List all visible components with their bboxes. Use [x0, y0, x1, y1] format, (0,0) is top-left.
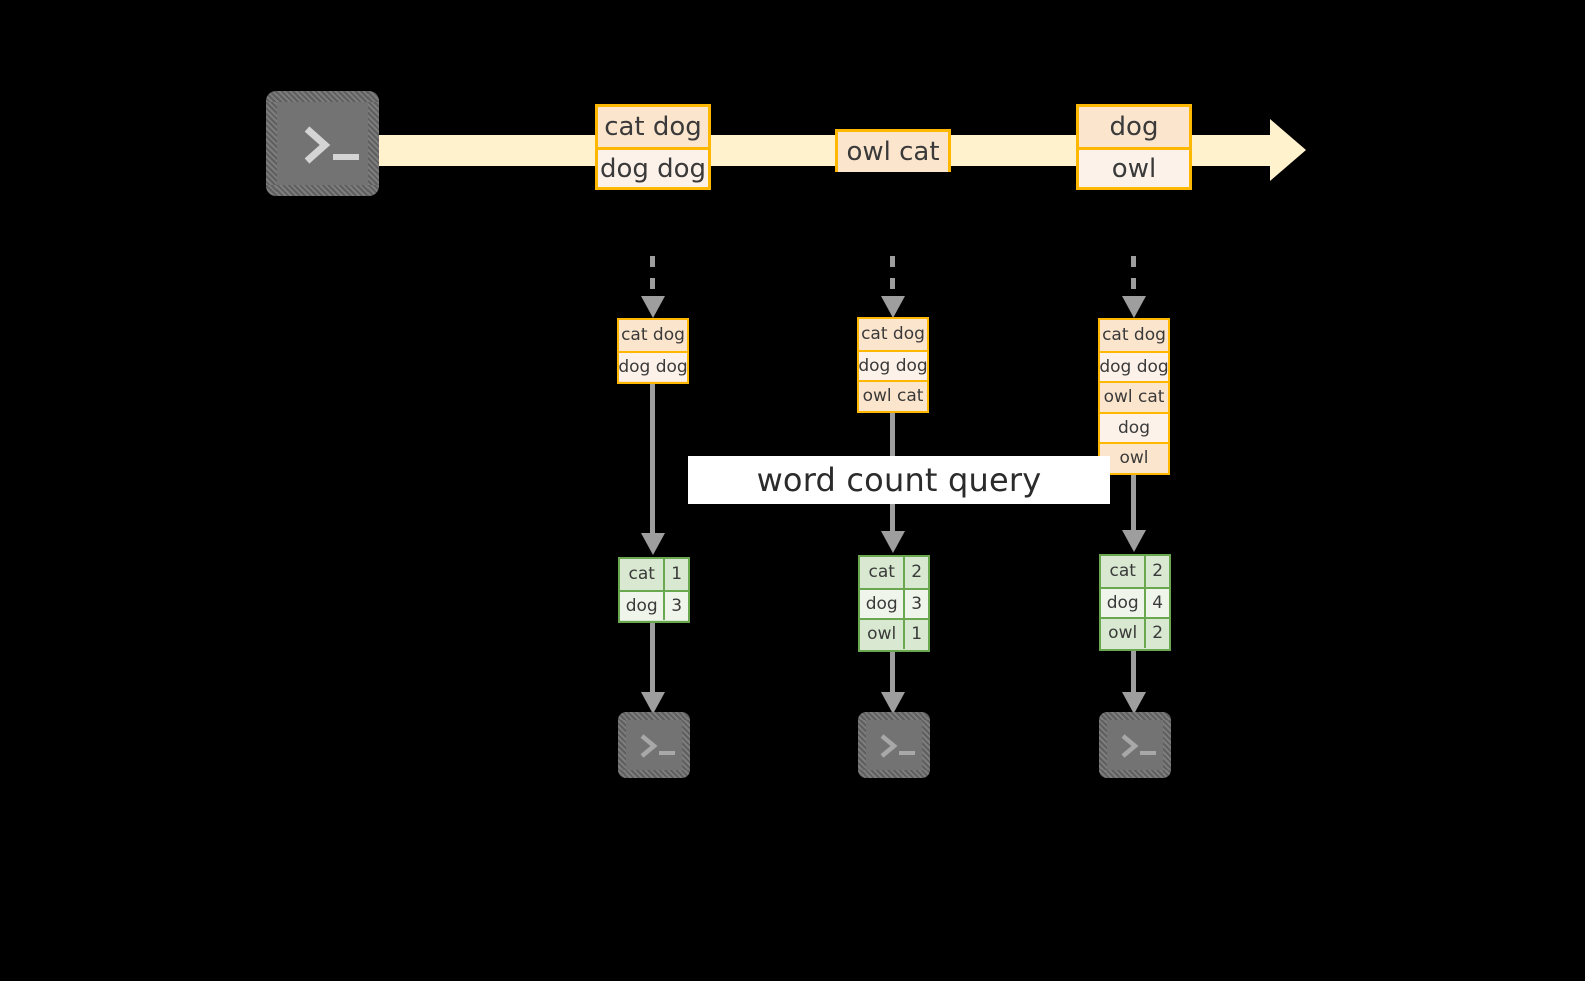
buffer-line: owl cat — [1100, 381, 1168, 412]
stream-record-line: dog — [1079, 107, 1189, 147]
table-row: dog 3 — [620, 589, 688, 620]
query-banner-label: word count query — [756, 461, 1042, 499]
table-row: owl 1 — [860, 618, 928, 649]
table-row: cat 1 — [620, 559, 688, 590]
stream-record-2[interactable]: owl cat — [835, 129, 951, 172]
result-count: 1 — [663, 559, 688, 590]
buffer-line: dog dog — [858, 349, 928, 380]
query-banner: word count query — [688, 456, 1110, 504]
snapshot-3-buffer[interactable]: cat dog dog dog owl cat dog owl — [1098, 318, 1170, 475]
result-count: 2 — [1144, 556, 1169, 587]
result-word: owl — [860, 620, 904, 649]
result-word: owl — [1101, 619, 1145, 648]
source-terminal-icon[interactable] — [266, 91, 379, 196]
sink-terminal-screen-3 — [1107, 720, 1163, 770]
snapshot-2-result-table[interactable]: cat 2 dog 3 owl 1 — [858, 555, 930, 652]
result-count: 1 — [903, 620, 928, 649]
stream-to-buffer-connector-2 — [890, 256, 895, 302]
result-to-sink-connector-2 — [890, 652, 895, 696]
stream-to-buffer-connector-3 — [1131, 256, 1136, 302]
buffer-to-result-connector-3 — [1131, 475, 1136, 534]
table-row: dog 3 — [860, 587, 928, 618]
stream-to-buffer-arrowhead-3 — [1122, 296, 1146, 318]
stream-record-3[interactable]: dog owl — [1076, 104, 1192, 190]
snapshot-2-buffer[interactable]: cat dog dog dog owl cat — [857, 317, 929, 413]
snapshot-1-result-table[interactable]: cat 1 dog 3 — [618, 557, 690, 623]
stream-record-line: cat dog — [598, 107, 708, 147]
sink-terminal-screen-1 — [626, 720, 682, 770]
buffer-line: owl cat — [859, 380, 927, 411]
result-count: 3 — [903, 589, 928, 618]
terminal-prompt-icon — [1107, 720, 1163, 770]
stream-record-line: owl — [1079, 147, 1189, 187]
buffer-line: dog dog — [618, 350, 688, 381]
stream-to-buffer-arrowhead-2 — [881, 296, 905, 318]
table-row: dog 4 — [1101, 586, 1169, 617]
result-to-sink-connector-1 — [650, 623, 655, 696]
snapshot-3-result-table[interactable]: cat 2 dog 4 owl 2 — [1099, 554, 1171, 651]
terminal-prompt-icon — [626, 720, 682, 770]
result-count: 2 — [1144, 619, 1169, 648]
buffer-line: cat dog — [859, 319, 927, 350]
sink-terminal-icon-2[interactable] — [858, 712, 930, 778]
result-word: dog — [1101, 588, 1145, 617]
result-word: cat — [1101, 556, 1145, 587]
sink-terminal-screen-2 — [866, 720, 922, 770]
stream-record-line: dog dog — [598, 147, 708, 187]
snapshot-1-buffer[interactable]: cat dog dog dog — [617, 318, 689, 384]
result-to-sink-arrowhead-2 — [881, 692, 905, 714]
buffer-to-result-connector-1 — [650, 384, 655, 536]
result-to-sink-arrowhead-1 — [641, 692, 665, 714]
sink-terminal-icon-3[interactable] — [1099, 712, 1171, 778]
buffer-line: dog — [1100, 411, 1168, 442]
result-count: 3 — [663, 591, 688, 620]
result-word: cat — [620, 559, 664, 590]
table-row: cat 2 — [1101, 556, 1169, 587]
buffer-line: dog dog — [1099, 350, 1169, 381]
result-word: dog — [620, 591, 664, 620]
stream-to-buffer-arrowhead-1 — [641, 296, 665, 318]
result-to-sink-connector-3 — [1131, 651, 1136, 696]
buffer-line: owl — [1100, 442, 1168, 473]
terminal-prompt-icon — [866, 720, 922, 770]
sink-terminal-icon-1[interactable] — [618, 712, 690, 778]
buffer-to-result-arrowhead-1 — [641, 533, 665, 555]
terminal-prompt-icon — [277, 102, 368, 185]
stream-record-1[interactable]: cat dog dog dog — [595, 104, 711, 190]
buffer-line: cat dog — [619, 320, 687, 351]
table-row: cat 2 — [860, 557, 928, 588]
result-count: 2 — [903, 557, 928, 588]
stream-record-line: owl cat — [838, 132, 948, 172]
result-word: dog — [860, 589, 904, 618]
stream-arrowhead — [1270, 119, 1306, 181]
stream-to-buffer-connector-1 — [650, 256, 655, 302]
buffer-to-result-arrowhead-3 — [1122, 530, 1146, 552]
buffer-to-result-arrowhead-2 — [881, 531, 905, 553]
result-word: cat — [860, 557, 904, 588]
result-to-sink-arrowhead-3 — [1122, 692, 1146, 714]
buffer-line: cat dog — [1100, 320, 1168, 351]
source-terminal-screen — [277, 102, 368, 185]
table-row: owl 2 — [1101, 617, 1169, 648]
result-count: 4 — [1144, 588, 1169, 617]
